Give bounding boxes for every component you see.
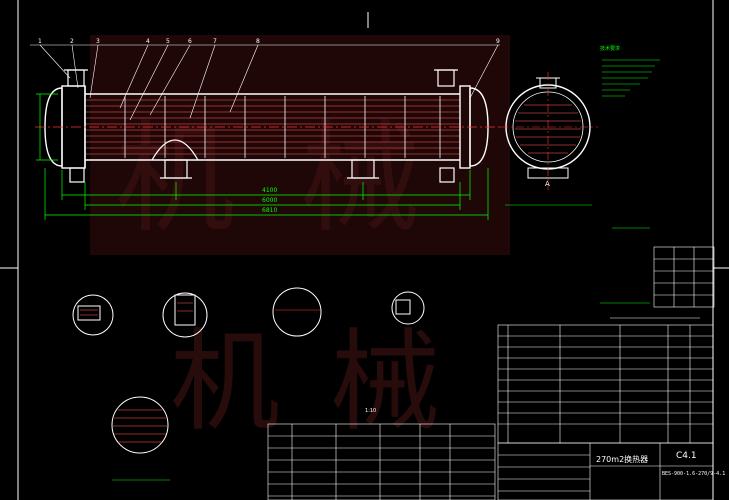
balloon-8: 8 xyxy=(256,38,260,45)
part-leaders xyxy=(30,44,500,121)
balloon-4: 4 xyxy=(146,38,150,45)
saddle-supports xyxy=(151,139,379,179)
nozzles xyxy=(64,69,458,183)
svg-text:械: 械 xyxy=(300,110,420,249)
notes-heading: 技术要求 xyxy=(600,45,620,52)
parts-list xyxy=(497,324,714,444)
balloon-3: 3 xyxy=(96,38,100,45)
title-model: C4.1 xyxy=(676,451,697,461)
dimension-overall: 6810 xyxy=(262,207,277,214)
end-section-view xyxy=(500,72,598,206)
balloon-1: 1 xyxy=(38,38,42,45)
technical-notes: 技术要求 xyxy=(600,45,660,229)
svg-text:机: 机 xyxy=(170,318,280,446)
detail-views xyxy=(72,287,425,481)
title-block xyxy=(497,442,714,500)
watermark: 机 械 机 械 xyxy=(90,35,510,446)
balloon-6: 6 xyxy=(188,38,192,45)
scale-label: 1:10 xyxy=(365,408,376,414)
data-table xyxy=(267,423,496,500)
dimension-lines xyxy=(36,93,489,220)
nozzle-table xyxy=(653,246,715,308)
balloon-2: 2 xyxy=(70,38,74,45)
main-elevation-view xyxy=(35,69,500,183)
section-label: A xyxy=(545,180,550,188)
balloon-9: 9 xyxy=(496,38,500,45)
svg-text:械: 械 xyxy=(330,318,440,446)
svg-text:机: 机 xyxy=(115,110,235,249)
tube-bundle-hatch xyxy=(85,99,460,155)
part-balloons: 1 2 3 4 5 6 7 8 9 xyxy=(38,38,500,45)
dimension-tube-length: 6000 xyxy=(262,197,277,204)
dimension-center-span: 4100 xyxy=(262,187,277,194)
balloon-5: 5 xyxy=(166,38,170,45)
balloon-7: 7 xyxy=(213,38,217,45)
title-drawing-number: BES-900-1.6-270/9-4.1 xyxy=(662,471,725,477)
title-product: 270m2换热器 xyxy=(596,454,648,464)
